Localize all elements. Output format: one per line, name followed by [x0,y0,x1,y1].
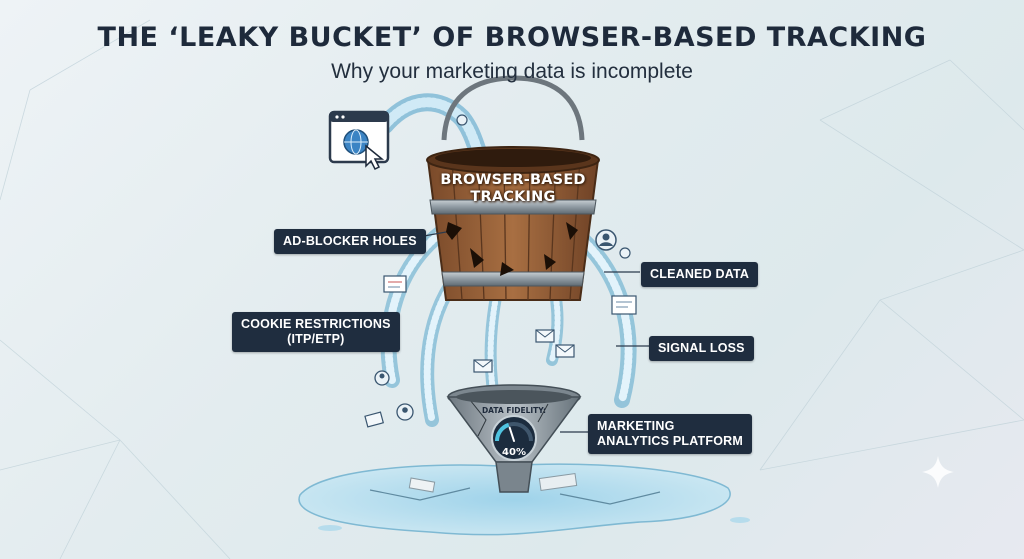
cookie-restrictions-label: COOKIE RESTRICTIONS (ITP/ETP) [232,312,400,352]
bucket-label-line1: BROWSER-BASED [440,172,586,188]
page-title: THE ‘LEAKY BUCKET’ OF BROWSER-BASED TRAC… [97,22,927,53]
ad-blocker-holes-label: AD-BLOCKER HOLES [274,229,426,254]
envelope-icon [555,344,575,358]
scattered-icons [364,114,637,428]
user-icon [619,247,631,259]
user-icon [396,403,414,421]
marketing-analytics-platform-label: MARKETING ANALYTICS PLATFORM [588,414,752,454]
cookie-restrictions-line2: (ITP/ETP) [287,332,345,346]
sparkle-icon [922,456,954,488]
user-icon [374,370,390,386]
data-fidelity-value: 40% [502,447,526,458]
document-icon [383,275,407,293]
signal-loss-label: SIGNAL LOSS [649,336,754,361]
browser-window-icon [328,110,390,171]
document-icon [611,295,637,315]
bucket-label-line2: TRACKING [470,189,556,205]
globe-icon [343,129,369,155]
incoming-data-stream [376,93,487,161]
platform-label-line1: MARKETING [597,419,675,433]
cleaned-data-label: CLEANED DATA [641,262,759,287]
bucket-label: BROWSER-BASED TRACKING [426,172,600,206]
bucket [426,146,600,301]
data-fidelity-label: DATA FIDELITY: [481,406,547,415]
page-subtitle: Why your marketing data is incomplete [331,60,693,83]
platform-label-line2: ANALYTICS PLATFORM [597,434,743,448]
cursor-icon [365,144,385,171]
cookie-restrictions-line1: COOKIE RESTRICTIONS [241,317,391,331]
envelope-icon [364,411,385,428]
envelope-icon [535,329,555,343]
envelope-icon [473,359,493,373]
user-icon [595,229,617,251]
data-fidelity-gauge [491,415,537,461]
bucket-handle [441,75,585,141]
data-puddle [298,463,750,536]
user-icon [456,114,468,126]
background-network [0,19,1024,559]
